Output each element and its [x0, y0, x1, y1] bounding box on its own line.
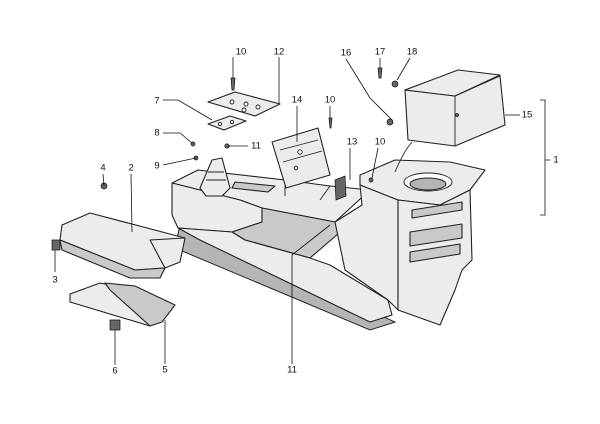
bracket-plate-upper [207, 91, 281, 117]
callout-15: 15 [522, 110, 533, 121]
callout-7: 7 [154, 96, 159, 107]
callout-13: 13 [347, 137, 358, 148]
callout-9: 9 [154, 161, 159, 172]
callout-6: 6 [112, 366, 117, 377]
callout-11-top: 11 [251, 141, 261, 152]
console-front-slot [231, 181, 276, 193]
console-side-wall [177, 227, 393, 323]
console-side-slot-1 [411, 201, 463, 219]
callout-2: 2 [128, 163, 133, 174]
callout-18: 18 [407, 47, 418, 58]
rear-cable [394, 141, 413, 173]
shifter-boot [199, 157, 231, 197]
storage-box-lid [404, 69, 506, 147]
callout-8: 8 [154, 128, 159, 139]
center-console-body [171, 141, 486, 331]
callout-10-right: 10 [375, 137, 386, 148]
callout-1: 1 [553, 155, 558, 166]
console-side-slot-3 [409, 243, 461, 263]
callout-12: 12 [274, 47, 285, 58]
callout-5: 5 [162, 365, 167, 376]
callout-10-top: 10 [236, 47, 247, 58]
switch-panel [271, 127, 331, 189]
callouts: 10 12 16 17 18 7 14 10 15 8 11 13 10 9 1… [52, 47, 558, 377]
lower-trim-panel [69, 282, 176, 327]
bracket-plate-lower [207, 115, 247, 131]
fasteners [51, 67, 399, 331]
callout-10-mid: 10 [325, 95, 336, 106]
shifter-boot-fold [206, 171, 226, 181]
callout-11-bottom: 11 [287, 365, 297, 376]
callout-17: 17 [375, 47, 386, 58]
callout-4: 4 [100, 163, 105, 174]
left-side-trim [59, 212, 186, 279]
console-rear-opening-inner [409, 177, 447, 191]
callout-14: 14 [292, 95, 303, 106]
callout-3: 3 [52, 275, 57, 286]
callout-16: 16 [341, 48, 352, 59]
console-side-slot-2 [409, 223, 463, 247]
leader-lines [54, 57, 550, 365]
